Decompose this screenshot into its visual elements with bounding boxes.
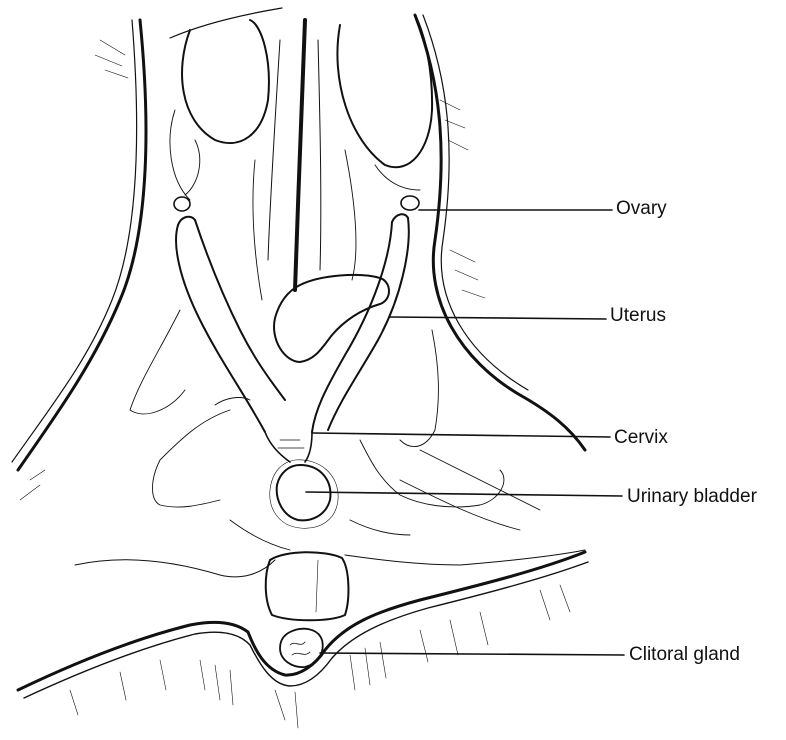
fur-hatching <box>20 40 570 728</box>
left-ovary <box>174 197 190 211</box>
uterus-left-horn <box>176 225 265 432</box>
label-clitoral-gland: Clitoral gland <box>629 645 740 664</box>
label-cervix: Cervix <box>614 428 668 447</box>
label-ovary: Ovary <box>616 199 667 218</box>
rectum <box>266 552 349 620</box>
cervix <box>265 432 312 462</box>
left-thigh <box>182 20 269 143</box>
clitoral-gland <box>280 629 323 667</box>
leader-line-bladder <box>306 492 622 496</box>
label-urinary-bladder: Urinary bladder <box>627 487 757 506</box>
label-uterus: Uterus <box>610 306 666 325</box>
leader-line-uterus <box>389 317 606 319</box>
right-ovary <box>401 196 419 210</box>
leader-line-clitoral <box>320 653 624 655</box>
body-outline-right <box>415 15 585 450</box>
uterus-right-horn <box>312 222 392 432</box>
leader-line-cervix <box>313 433 610 437</box>
right-thigh <box>337 15 432 167</box>
spine-line <box>295 20 305 290</box>
